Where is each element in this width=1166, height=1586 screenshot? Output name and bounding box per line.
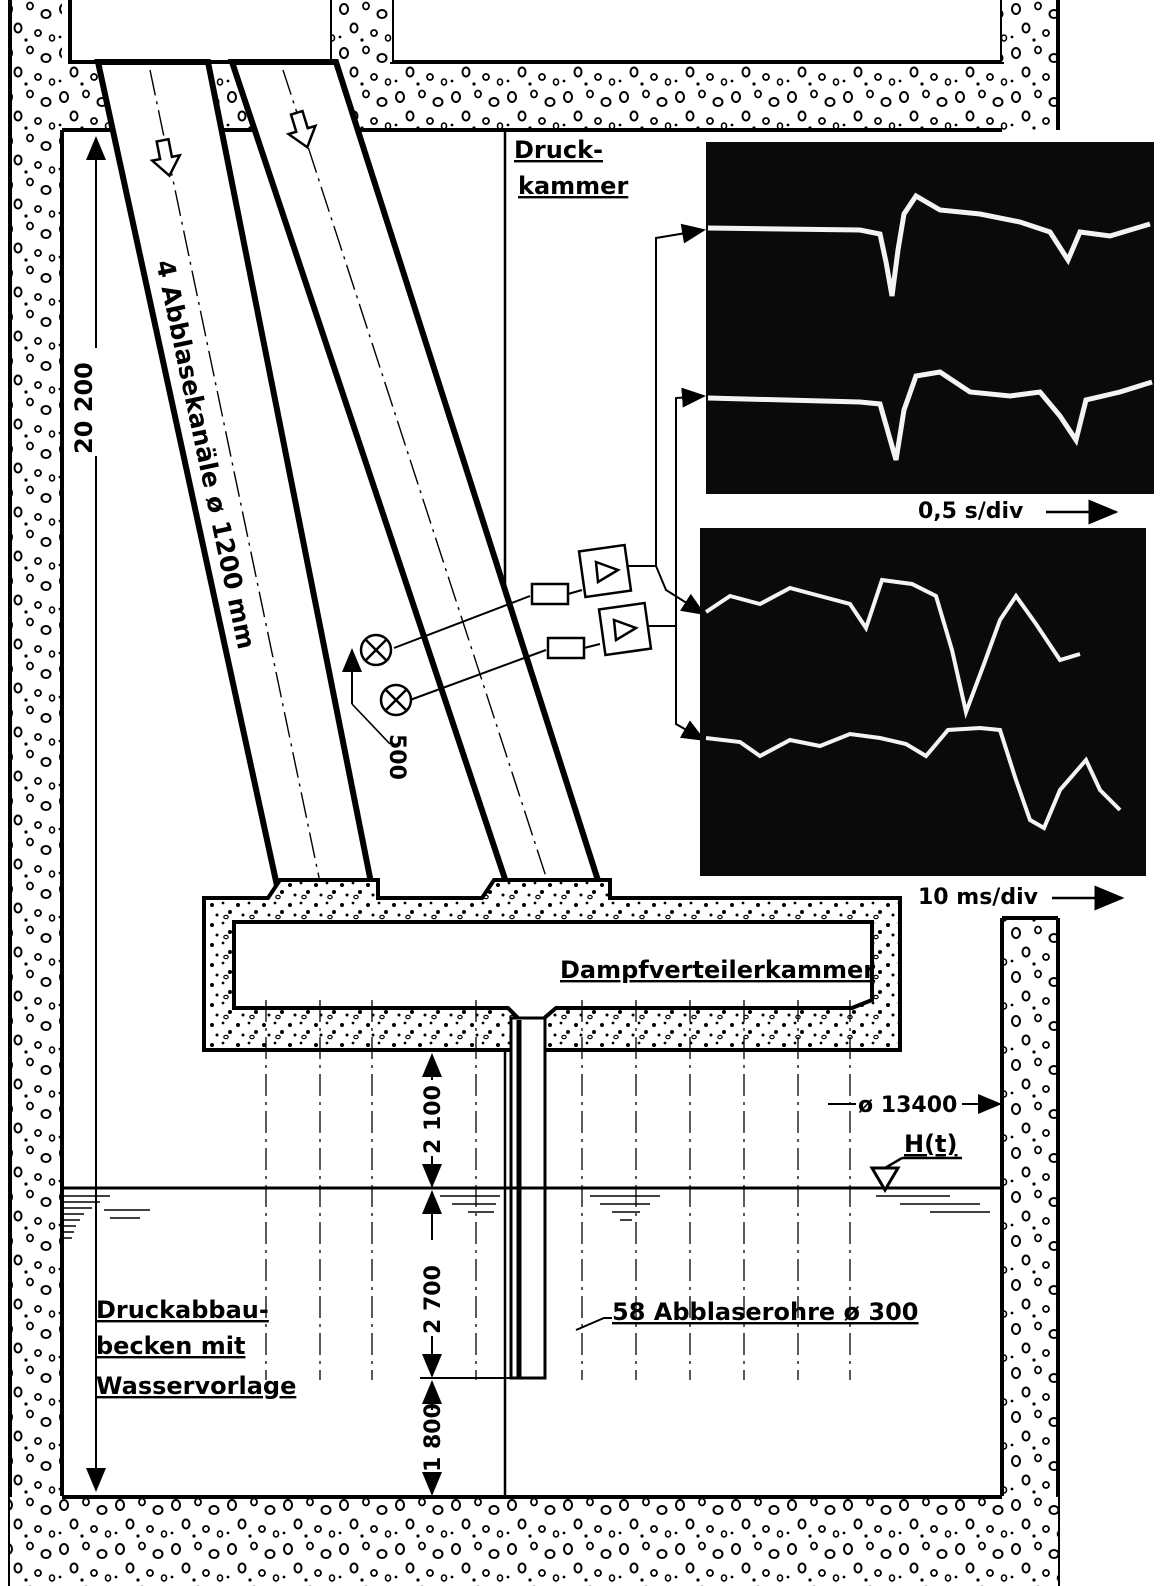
dimension-2100: 2 100: [421, 1085, 446, 1154]
signal-converter: [530, 582, 570, 606]
amplifier-icon: [597, 601, 653, 657]
flow-arrow-icon: [149, 137, 183, 178]
top-slab: [62, 62, 1056, 130]
water-level-label: H(t): [904, 1130, 958, 1158]
flow-arrow-icon: [285, 109, 318, 150]
oscillogram-screen: [700, 528, 1146, 876]
becken-label-1: Druckabbau-: [96, 1296, 269, 1324]
water-surface: [62, 1156, 1002, 1239]
dimension-total-height: 20 200: [70, 362, 98, 454]
timebase-top: 0,5 s/div: [918, 499, 1024, 524]
oscillogram-bottom: [700, 528, 1146, 876]
druckkammer-label-2: kammer: [518, 172, 628, 200]
concrete-structure: [8, 0, 1060, 1586]
dimension-2700: 2 700: [421, 1265, 446, 1334]
top-opening-right: [392, 0, 1002, 62]
right-wall: [1002, 918, 1058, 1505]
dimension-sensor-spacing: 500: [384, 734, 409, 780]
trace-3: [704, 577, 1081, 719]
trace-4: [705, 725, 1122, 831]
bottom-slab: [10, 1497, 1058, 1586]
instrumentation: [359, 223, 706, 741]
pressure-sensor-icon: [379, 683, 413, 717]
druckkammer-label-1: Druck-: [514, 136, 603, 164]
timebase-bottom: 10 ms/div: [918, 885, 1039, 910]
becken-label-3: Wasservorlage: [96, 1372, 296, 1400]
downcomer-axes: [265, 1000, 851, 1380]
top-opening-left: [70, 0, 332, 62]
distribution-chamber: [202, 878, 902, 1380]
dampfverteilerkammer-interior: [232, 920, 874, 1022]
trace-2: [707, 369, 1153, 461]
signal-converter: [546, 636, 586, 660]
becken-label-2: becken mit: [96, 1332, 245, 1360]
pressure-sensor-icon: [359, 633, 393, 667]
dampfverteilerkammer-label: Dampfverteilerkammer: [560, 956, 875, 984]
dimension-lines: [86, 136, 1002, 1496]
downcomer-pipe: [509, 1016, 547, 1380]
oscillogram-top: [706, 142, 1154, 494]
amplifier-icon: [577, 543, 633, 599]
trace-1: [707, 192, 1151, 297]
diameter-label: ø 13400: [858, 1093, 957, 1118]
oscillogram-screen: [706, 142, 1154, 494]
left-wall: [10, 0, 62, 1505]
dimension-1800: 1 800: [421, 1403, 446, 1472]
abblaserohre-label: 58 Abblaserohre ø 300: [612, 1298, 919, 1326]
